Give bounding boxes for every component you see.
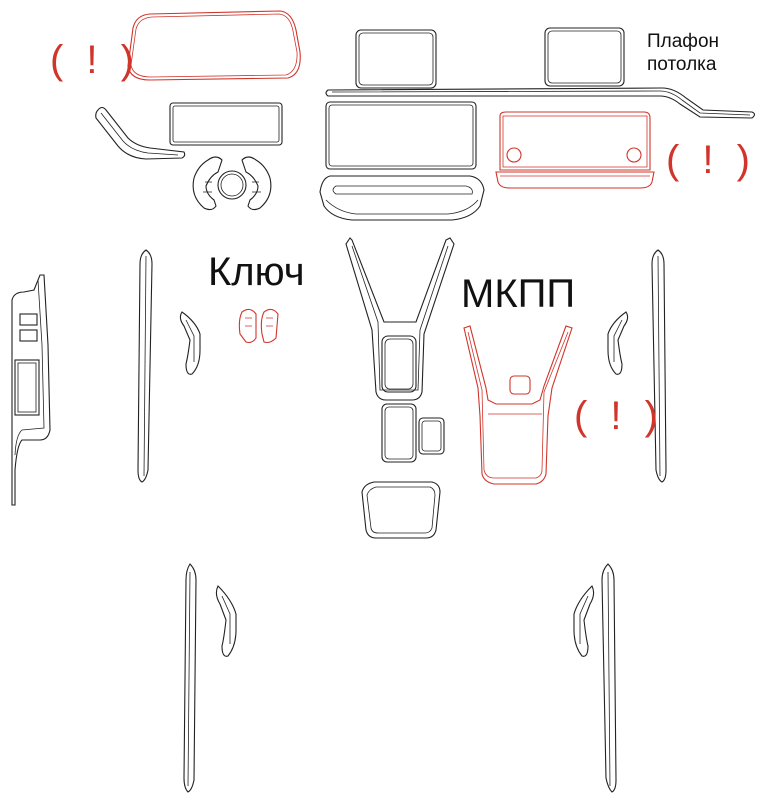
warning-mark-climate: ( ! ) [666,138,756,182]
rear-left-handle-trim-part [215,585,237,657]
storage-bin-part [361,481,441,539]
key-covers-part [238,308,279,344]
rear-right-door-strip-part [601,563,617,793]
left-diagonal-trim-part [95,106,186,160]
gearbox-label: МКПП [461,272,576,316]
left-front-door-strip-part [137,249,153,483]
left-door-handle-trim-part [179,311,201,375]
steering-buttons-part [192,156,272,211]
rear-left-door-strip-part [183,563,197,793]
console-lid-part [319,175,485,221]
ceiling-light-label-line-2: потолка [647,53,717,75]
left-door-switch-panel-part [11,274,51,506]
cupholder-trim-part [381,403,445,463]
instrument-cluster-part [127,10,301,81]
ceiling-light-label-line-1: Плафон [647,31,720,52]
right-door-handle-trim-part [607,311,629,375]
right-front-door-strip-part [651,249,667,483]
center-tunnel-trim-part [345,237,455,401]
rear-right-handle-trim-part [573,585,595,657]
climate-panel-part [495,111,655,189]
center-screen-part [325,101,477,170]
gearbox-surround-part [463,325,573,485]
ceiling-light-right-part [544,27,625,87]
warning-mark-gearbox: ( ! ) [574,394,664,438]
ceiling-light-label: Плафон потолка [647,31,719,77]
key-label: Ключ [208,250,305,294]
warning-mark-cluster: ( ! ) [50,38,140,82]
multimedia-panel-part [169,102,283,146]
ceiling-light-left-part [355,29,437,89]
dashboard-strip-part [325,87,756,119]
